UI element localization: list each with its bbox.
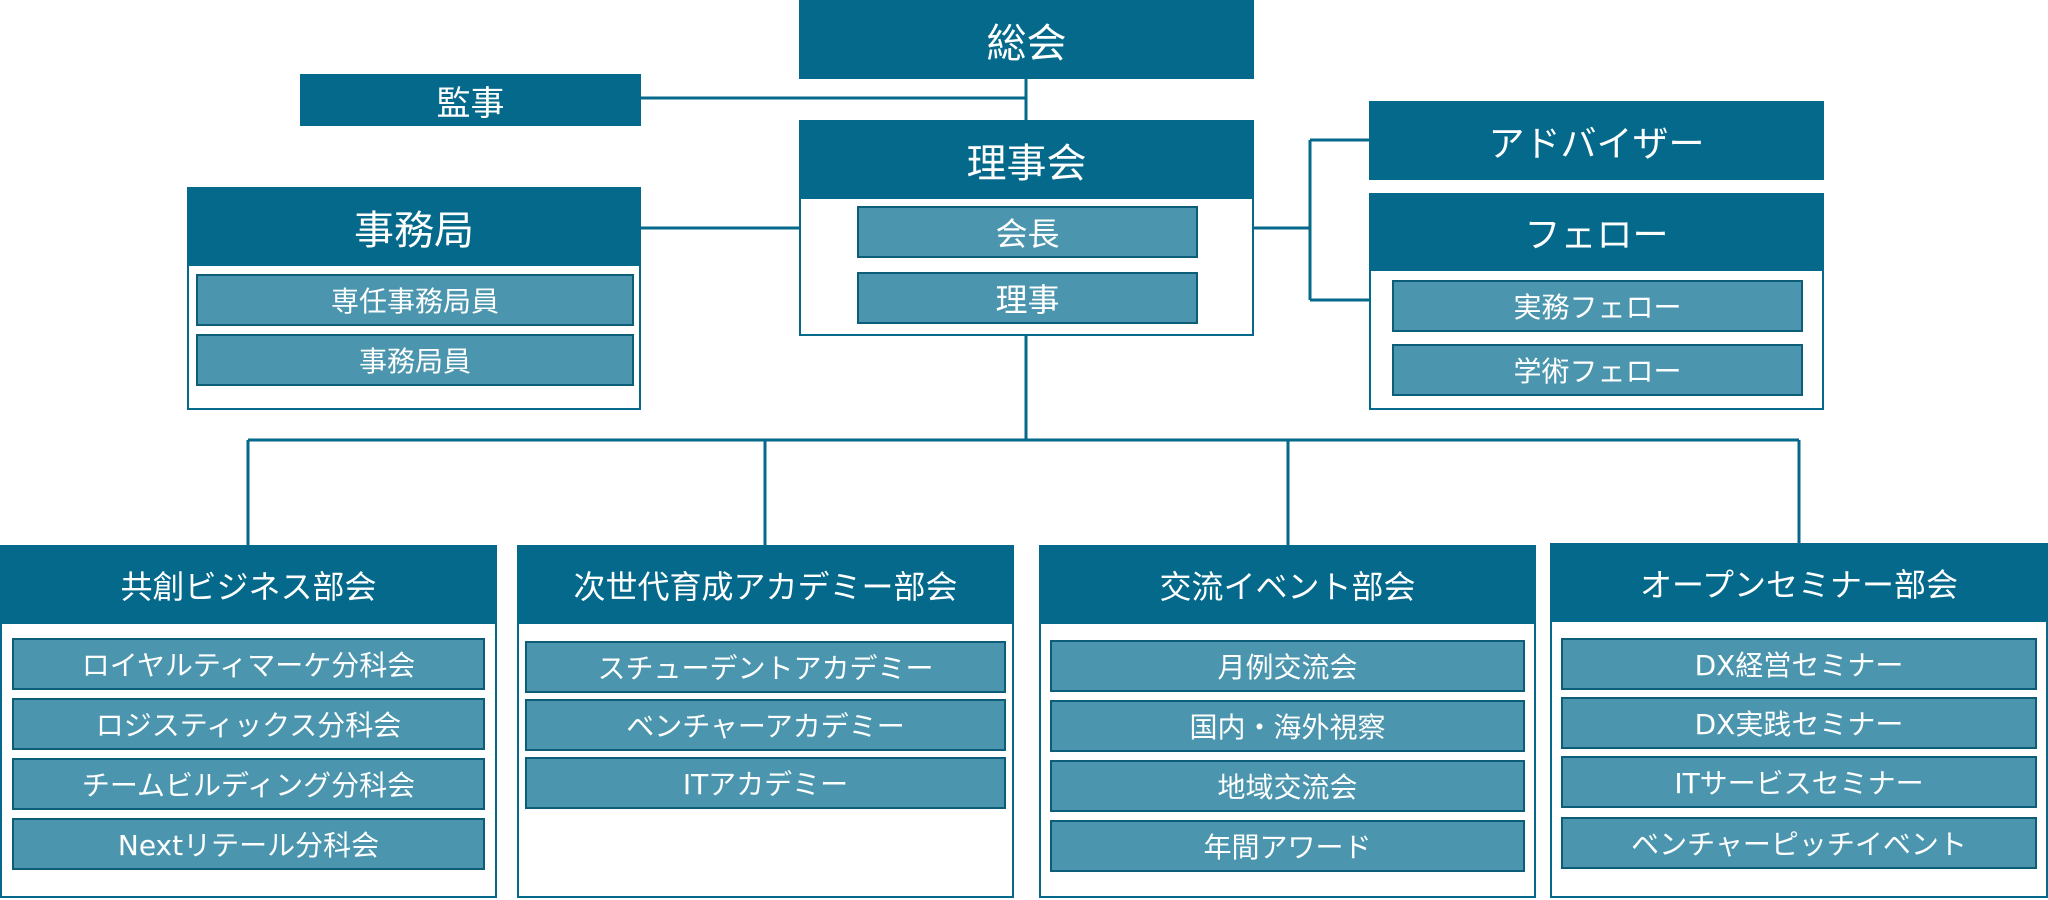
board-header: 理事会 — [799, 120, 1254, 199]
board-member-director: 理事 — [857, 272, 1198, 324]
division-item-label: 地域交流会 — [1217, 771, 1358, 804]
division-item: ベンチャーピッチイベント — [1561, 817, 2037, 869]
division-header: 共創ビジネス部会 — [0, 545, 497, 624]
division-title: オープンセミナー部会 — [1639, 565, 1959, 604]
fellows-title: フェロー — [1524, 215, 1669, 256]
division-header: 交流イベント部会 — [1039, 545, 1536, 624]
division-item-label: ITサービスセミナー — [1674, 767, 1924, 800]
secretariat-group: 事務局 専任事務局員 事務局員 — [187, 187, 641, 410]
division-item: ロイヤルティマーケ分科会 — [12, 638, 485, 690]
division-item: 国内・海外視察 — [1050, 700, 1525, 752]
division-item-label: ベンチャーピッチイベント — [1631, 828, 1967, 861]
division-item-label: ロジスティックス分科会 — [95, 709, 402, 742]
division-item: DX実践セミナー — [1561, 697, 2037, 749]
division-item-label: 月例交流会 — [1217, 651, 1358, 684]
secretariat-member: 事務局員 — [196, 334, 634, 386]
fellows-member: 実務フェロー — [1392, 280, 1803, 332]
division-header: 次世代育成アカデミー部会 — [517, 545, 1014, 624]
advisor-box: アドバイザー — [1369, 101, 1824, 180]
division-item: ITアカデミー — [525, 757, 1006, 809]
division-title: 共創ビジネス部会 — [120, 567, 377, 606]
division-header: オープンセミナー部会 — [1550, 543, 2048, 622]
division-item-label: 年間アワード — [1203, 831, 1372, 864]
fellows-member: 学術フェロー — [1392, 344, 1803, 396]
division-item-label: チームビルディング分科会 — [81, 769, 416, 802]
division-academy: 次世代育成アカデミー部会 スチューデントアカデミー ベンチャーアカデミー ITア… — [517, 545, 1014, 898]
general-assembly-box: 総会 — [799, 0, 1254, 79]
board-title: 理事会 — [966, 140, 1087, 187]
division-item: Nextリテール分科会 — [12, 818, 485, 870]
secretariat-title: 事務局 — [354, 207, 474, 254]
fellows-member-label: 学術フェロー — [1513, 355, 1682, 388]
secretariat-member-label: 事務局員 — [358, 345, 471, 378]
division-item-label: DX実践セミナー — [1694, 708, 1904, 741]
division-item-label: ロイヤルティマーケ分科会 — [81, 649, 416, 682]
division-item-label: DX経営セミナー — [1694, 649, 1904, 682]
advisor-label: アドバイザー — [1488, 123, 1705, 165]
division-item: ITサービスセミナー — [1561, 756, 2037, 808]
division-title: 次世代育成アカデミー部会 — [573, 567, 958, 606]
division-co-creation: 共創ビジネス部会 ロイヤルティマーケ分科会 ロジスティックス分科会 チームビルデ… — [0, 545, 497, 898]
secretariat-member-label: 専任事務局員 — [330, 285, 499, 318]
division-item-label: ベンチャーアカデミー — [626, 710, 905, 743]
division-item: DX経営セミナー — [1561, 638, 2037, 690]
division-item-label: ITアカデミー — [682, 768, 849, 801]
fellows-member-label: 実務フェロー — [1513, 291, 1682, 324]
division-item: ロジスティックス分科会 — [12, 698, 485, 750]
division-item: チームビルディング分科会 — [12, 758, 485, 810]
board-group: 理事会 会長 理事 — [799, 120, 1254, 336]
division-item: 年間アワード — [1050, 820, 1525, 872]
division-item: 月例交流会 — [1050, 640, 1525, 692]
division-item: ベンチャーアカデミー — [525, 699, 1006, 751]
auditor-box: 監事 — [300, 74, 641, 126]
division-item-label: 国内・海外視察 — [1189, 711, 1386, 744]
board-member-chair: 会長 — [857, 206, 1198, 258]
general-assembly-label: 総会 — [986, 20, 1067, 67]
board-member-label: 会長 — [995, 215, 1060, 253]
auditor-label: 監事 — [436, 83, 505, 124]
division-item: 地域交流会 — [1050, 760, 1525, 812]
secretariat-header: 事務局 — [187, 187, 641, 266]
board-member-label: 理事 — [995, 281, 1060, 319]
division-open-seminar: オープンセミナー部会 DX経営セミナー DX実践セミナー ITサービスセミナー … — [1550, 543, 2048, 898]
fellows-group: フェロー 実務フェロー 学術フェロー — [1369, 193, 1824, 410]
division-item-label: Nextリテール分科会 — [117, 829, 380, 862]
fellows-header: フェロー — [1369, 193, 1824, 271]
secretariat-member: 専任事務局員 — [196, 274, 634, 326]
division-title: 交流イベント部会 — [1159, 567, 1416, 606]
division-item: スチューデントアカデミー — [525, 641, 1006, 693]
division-exchange-events: 交流イベント部会 月例交流会 国内・海外視察 地域交流会 年間アワード — [1039, 545, 1536, 898]
division-item-label: スチューデントアカデミー — [597, 652, 934, 685]
